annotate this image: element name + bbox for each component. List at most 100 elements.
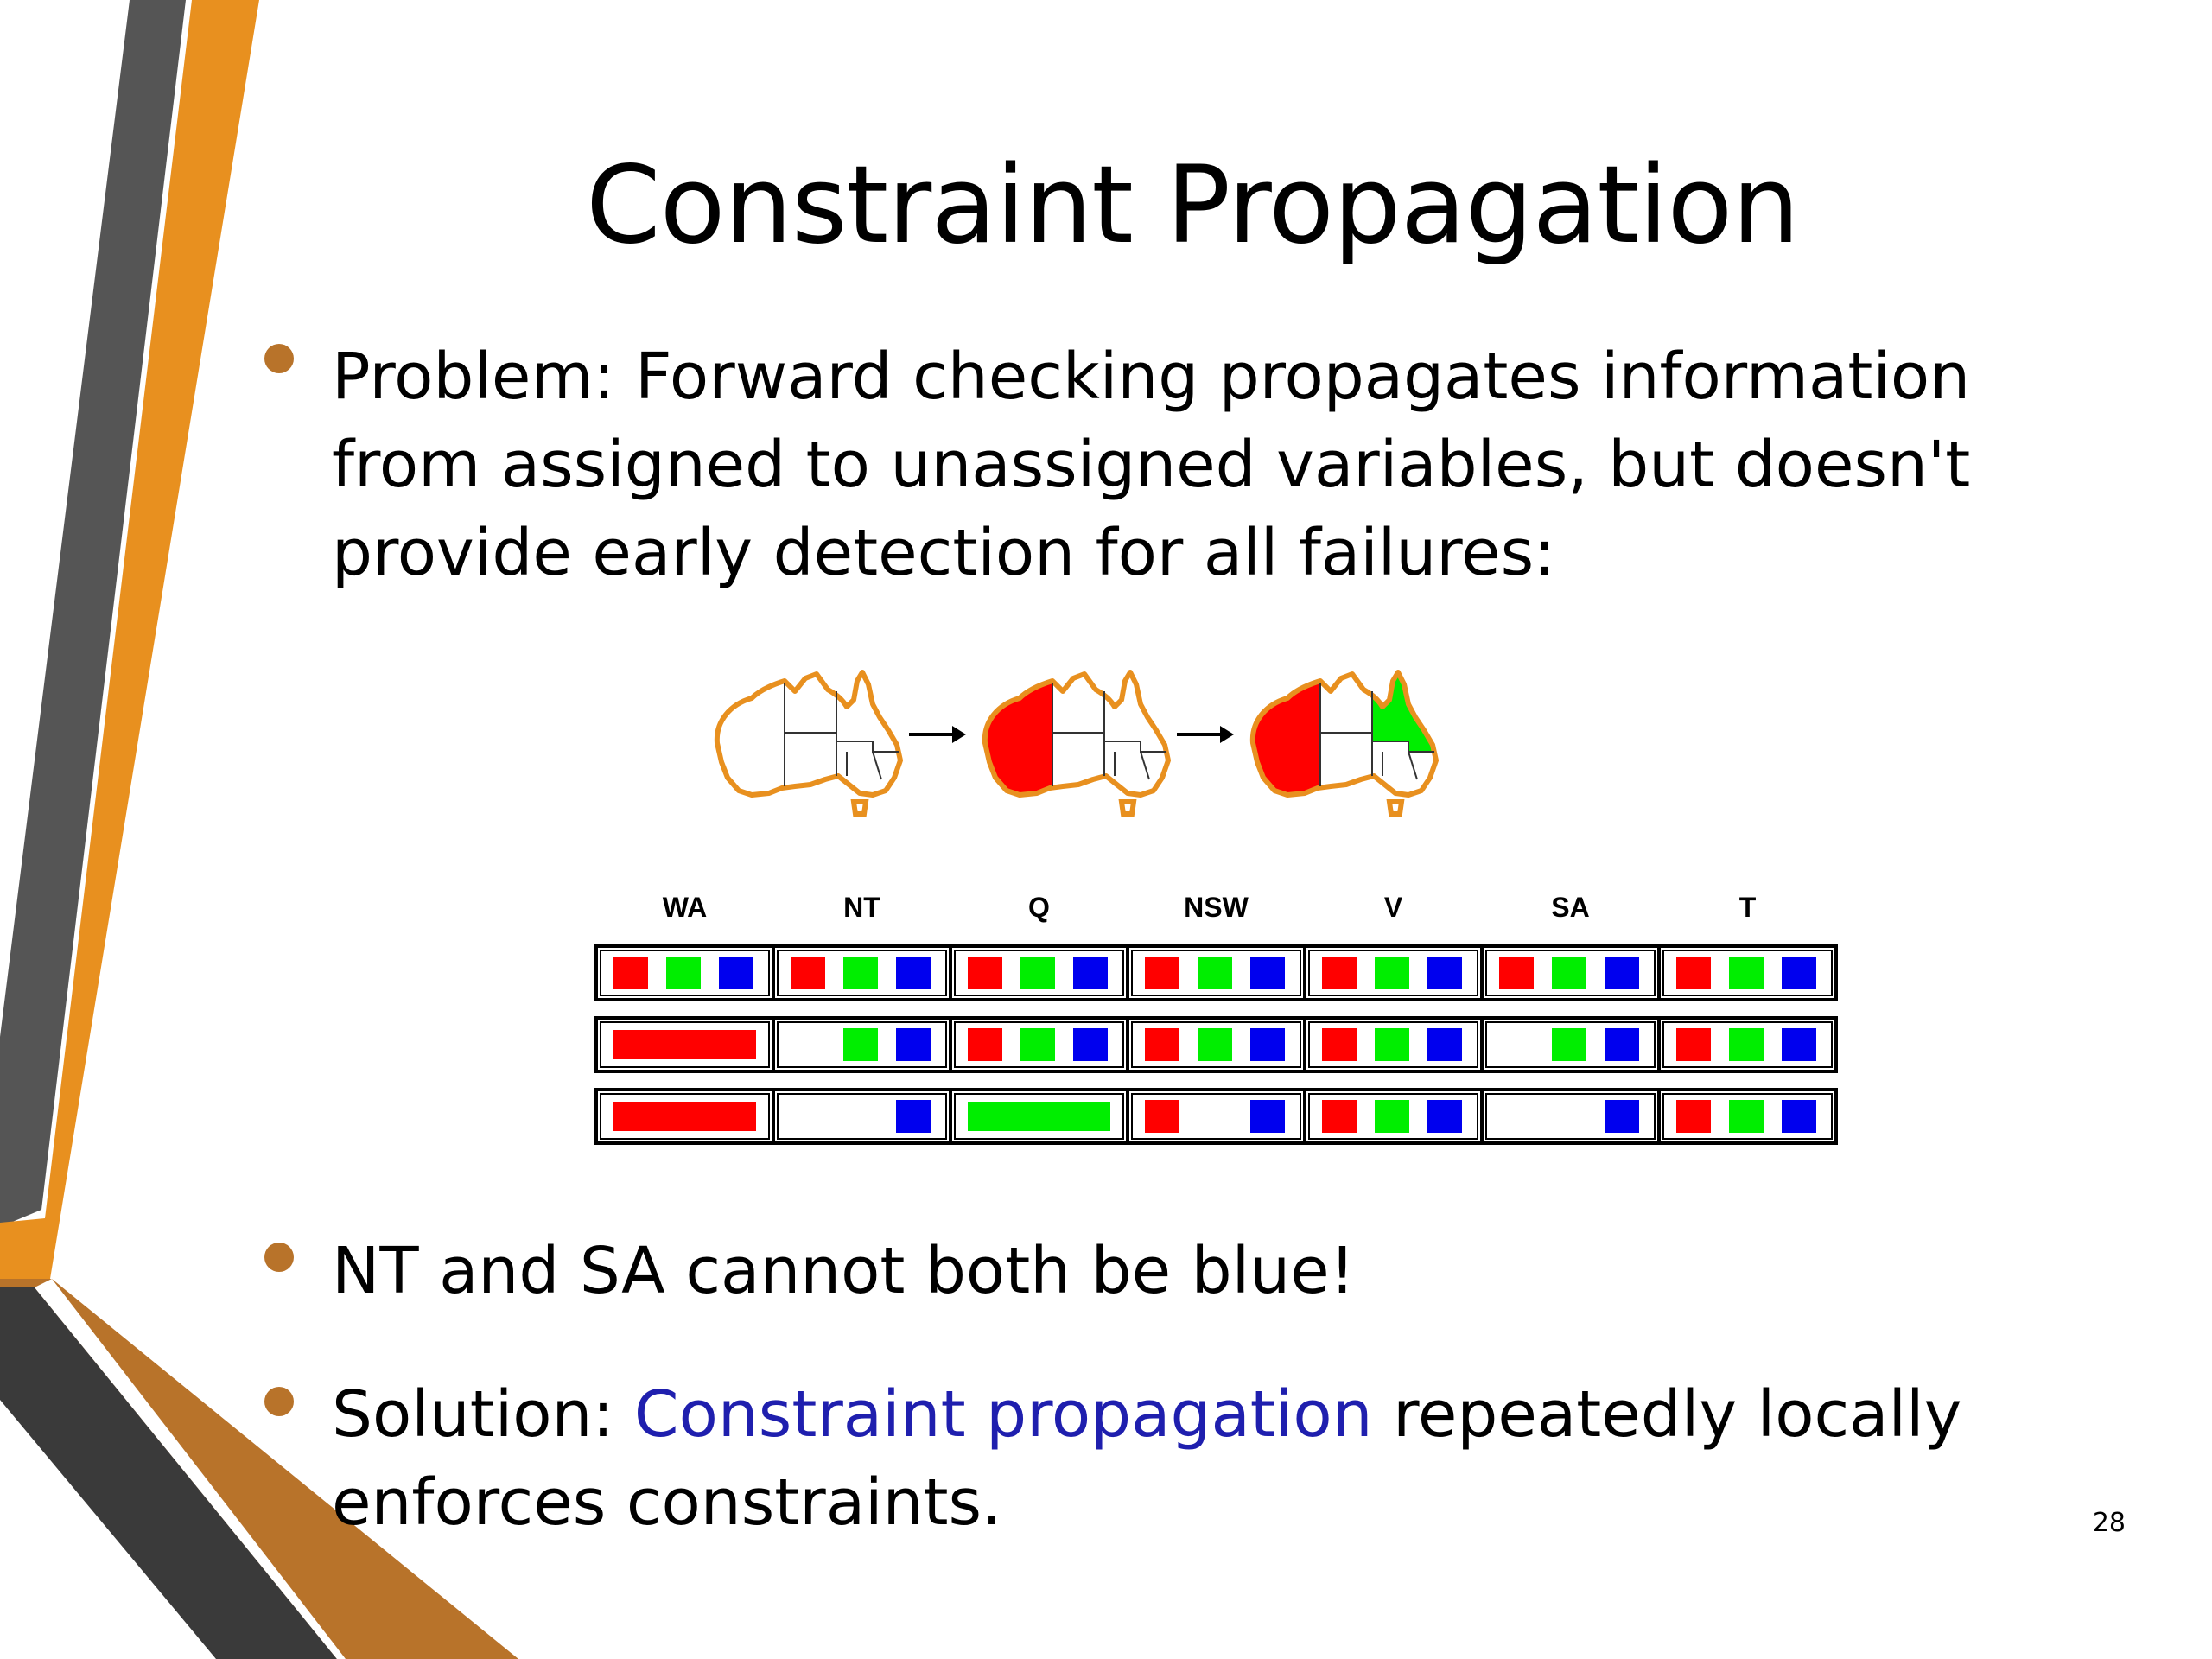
- cell-inner-frame: [1485, 1021, 1656, 1068]
- cell-inner-frame: [1485, 1093, 1656, 1140]
- domain-red-nsw: [1145, 1028, 1179, 1061]
- domain-green-t: [1729, 1028, 1764, 1061]
- column-header-q: Q: [1028, 892, 1050, 923]
- assigned-red-wa: [613, 1102, 756, 1131]
- bullet-dot: [264, 344, 294, 373]
- dark-bottom-band: [0, 1287, 337, 1659]
- australia-maps-figure: [714, 670, 1439, 817]
- cell-inner-frame: [1308, 950, 1478, 996]
- domain-red-v: [1322, 957, 1357, 989]
- domain-red-v: [1322, 1028, 1357, 1061]
- domain-blue-nt: [896, 957, 931, 989]
- domain-blue-nt: [896, 1100, 931, 1133]
- domain-blue-t: [1782, 1100, 1816, 1133]
- slide-title: Constraint Propagation: [586, 143, 1800, 268]
- solution-prefix: Solution:: [332, 1377, 634, 1452]
- domain-blue-q: [1073, 1028, 1108, 1061]
- cell-inner-frame: [1485, 950, 1656, 996]
- domain-green-sa: [1552, 957, 1586, 989]
- domain-green-q: [1020, 1028, 1055, 1061]
- tasmania-outline: [850, 799, 869, 817]
- bullet-solution: Solution: Constraint propagation repeate…: [332, 1370, 2120, 1547]
- orange-bottom-band: [0, 1279, 518, 1659]
- domain-green-t: [1729, 957, 1764, 989]
- domain-blue-nsw: [1250, 1028, 1285, 1061]
- domain-red-wa: [613, 957, 648, 989]
- domain-blue-nsw: [1250, 957, 1285, 989]
- domain-green-nsw: [1198, 1028, 1232, 1061]
- domain-blue-v: [1427, 957, 1462, 989]
- map-borders: [1319, 683, 1434, 786]
- column-header-wa: WA: [663, 892, 708, 923]
- domain-green-v: [1375, 957, 1409, 989]
- domain-row-2: [594, 1016, 1838, 1073]
- domain-red-nt: [791, 957, 825, 989]
- domain-blue-sa: [1605, 1100, 1639, 1133]
- domain-red-t: [1676, 1028, 1711, 1061]
- column-header-nsw: NSW: [1184, 892, 1249, 923]
- gray-stripe: [0, 0, 186, 1227]
- tasmania-outline: [1118, 799, 1137, 817]
- domain-blue-sa: [1605, 1028, 1639, 1061]
- cell-inner-frame: [1662, 1093, 1833, 1140]
- arrow-head: [952, 726, 966, 743]
- cell-inner-frame: [954, 950, 1124, 996]
- domain-blue-sa: [1605, 957, 1639, 989]
- australia-map-1: [714, 670, 903, 817]
- page-number: 28: [2092, 1508, 2126, 1538]
- map-borders: [784, 683, 899, 786]
- domain-row-3: [594, 1088, 1838, 1145]
- domain-row-1: [594, 944, 1838, 1001]
- map-outline: [982, 670, 1171, 798]
- bullet-dot: [264, 1387, 294, 1416]
- domain-blue-nt: [896, 1028, 931, 1061]
- bullet-problem: Problem: Forward checking propagates inf…: [332, 340, 1971, 590]
- cell-inner-frame: [600, 950, 770, 996]
- arrow-2: [1177, 726, 1234, 743]
- domain-red-t: [1676, 1100, 1711, 1133]
- domain-blue-wa: [719, 957, 753, 989]
- map-outline: [1249, 670, 1439, 798]
- domain-blue-t: [1782, 957, 1816, 989]
- bullet-nt-sa: NT and SA cannot both be blue!: [332, 1234, 1356, 1308]
- domain-green-v: [1375, 1100, 1409, 1133]
- cell-inner-frame: [1662, 950, 1833, 996]
- domain-green-sa: [1552, 1028, 1586, 1061]
- cell-inner-frame: [1308, 1021, 1478, 1068]
- map-outline: [714, 670, 903, 798]
- australia-map-2: [982, 670, 1171, 817]
- cell-inner-frame: [1131, 950, 1301, 996]
- domain-red-sa: [1499, 957, 1534, 989]
- white-gap: [35, 1279, 346, 1659]
- domain-red-v: [1322, 1100, 1357, 1133]
- domain-red-t: [1676, 957, 1711, 989]
- map-borders: [1052, 683, 1166, 786]
- domain-green-wa: [666, 957, 701, 989]
- column-header-t: T: [1739, 892, 1757, 923]
- cell-inner-frame: [954, 1093, 1124, 1140]
- column-header-nt: NT: [843, 892, 880, 923]
- tasmania-outline: [1386, 799, 1405, 817]
- domain-green-v: [1375, 1028, 1409, 1061]
- solution-suffix: repeatedly locally enforces constraints.: [332, 1377, 1962, 1540]
- cell-inner-frame: [954, 1021, 1124, 1068]
- cell-inner-frame: [777, 1021, 947, 1068]
- domain-blue-v: [1427, 1028, 1462, 1061]
- domain-red-nsw: [1145, 1100, 1179, 1133]
- bullet-dot: [264, 1243, 294, 1272]
- region-q-fill: [1372, 672, 1434, 752]
- cell-inner-frame: [1131, 1021, 1301, 1068]
- domain-red-q: [968, 957, 1002, 989]
- domain-green-q: [1020, 957, 1055, 989]
- domain-blue-t: [1782, 1028, 1816, 1061]
- column-header-sa: SA: [1551, 892, 1589, 923]
- assigned-red-wa: [613, 1030, 756, 1059]
- constraint-propagation-term: Constraint propagation: [633, 1377, 1373, 1452]
- assigned-green-q: [968, 1102, 1110, 1131]
- cell-inner-frame: [777, 950, 947, 996]
- domain-blue-q: [1073, 957, 1108, 989]
- domain-green-nt: [843, 957, 878, 989]
- cell-inner-frame: [1131, 1093, 1301, 1140]
